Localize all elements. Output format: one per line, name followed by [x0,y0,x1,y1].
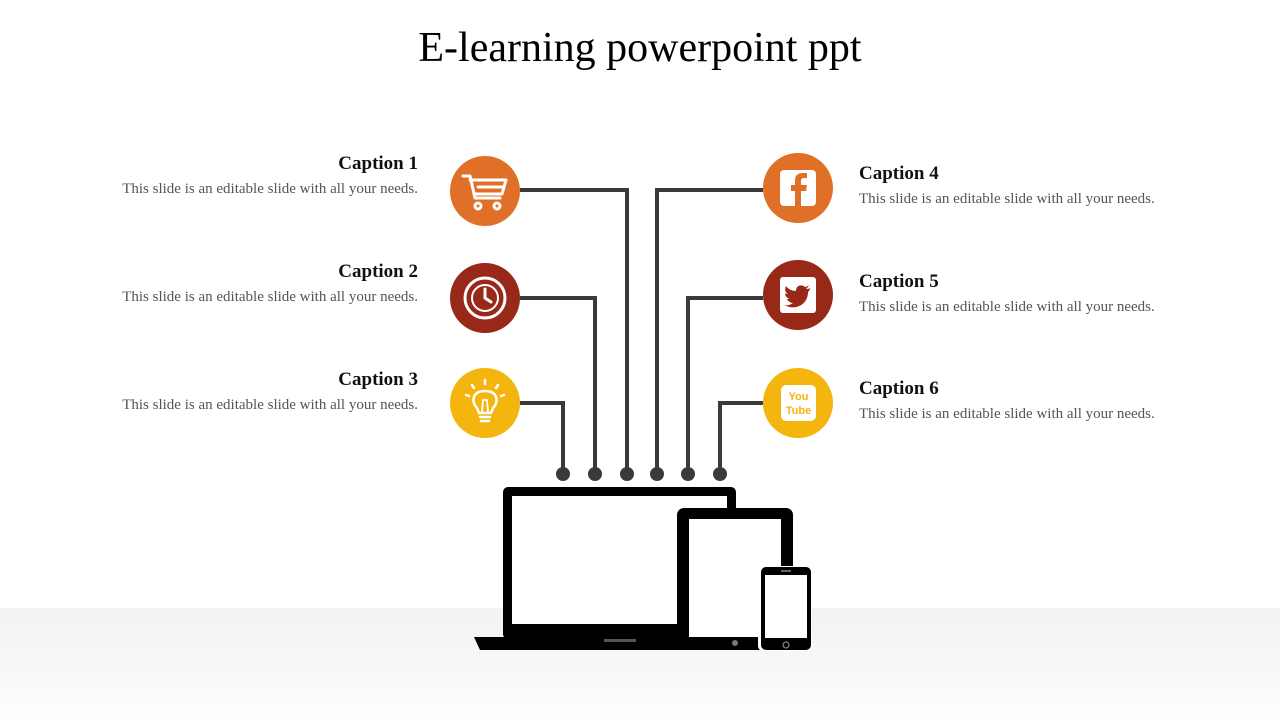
shopping-cart-icon [461,174,508,211]
connector-dot [556,467,570,481]
caption-5: Caption 5 This slide is an editable slid… [859,271,1219,316]
caption-6: Caption 6 This slide is an editable slid… [859,378,1219,423]
connector-3 [520,401,565,472]
lightbulb-icon [464,378,506,423]
slide-title: E-learning powerpoint ppt [418,25,862,71]
phone-icon [758,566,812,651]
caption-2-title: Caption 2 [338,261,418,282]
connector-dots [556,467,727,481]
caption-4-title: Caption 4 [859,163,939,184]
clock-icon [463,276,507,320]
connector-4 [655,188,763,472]
caption-6-title: Caption 6 [859,378,939,399]
caption-3: Caption 3 This slide is an editable slid… [78,369,418,414]
caption-4-text: This slide is an editable slide with all… [859,191,1155,207]
connector-dot [588,467,602,481]
connector-dot [713,467,727,481]
devices-group [474,487,812,651]
caption-5-text: This slide is an editable slide with all… [859,299,1155,315]
connector-dot [620,467,634,481]
connector-6 [718,401,763,472]
youtube-text-you: You [789,391,809,403]
youtube-text-tube: Tube [786,405,811,417]
caption-6-text: This slide is an editable slide with all… [859,406,1155,422]
caption-3-text: This slide is an editable slide with all… [122,397,418,413]
icon-circle-3 [450,368,520,438]
caption-4: Caption 4 This slide is an editable slid… [859,163,1219,208]
twitter-icon [780,277,816,313]
youtube-icon: You Tube [781,385,816,421]
caption-1-title: Caption 1 [338,153,418,174]
caption-1-text: This slide is an editable slide with all… [122,181,418,197]
connector-dot [650,467,664,481]
caption-5-title: Caption 5 [859,271,939,292]
icon-circle-1 [450,156,520,226]
connector-5 [686,296,763,472]
connector-2 [520,296,597,472]
caption-2-text: This slide is an editable slide with all… [122,289,418,305]
caption-1: Caption 1 This slide is an editable slid… [78,153,418,198]
connector-dot [681,467,695,481]
caption-2: Caption 2 This slide is an editable slid… [78,261,418,306]
connector-1 [520,188,629,472]
facebook-icon [780,170,816,206]
connectors [520,188,763,472]
caption-3-title: Caption 3 [338,369,418,390]
